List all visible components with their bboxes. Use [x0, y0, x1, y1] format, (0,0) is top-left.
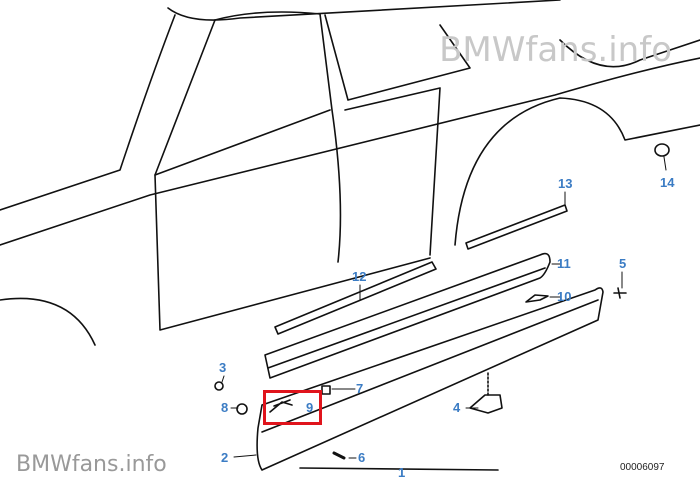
callout-13[interactable]: 13 — [558, 176, 573, 191]
car-body-outline — [0, 0, 700, 346]
part-11-sill-trim — [264, 252, 551, 379]
callout-2[interactable]: 2 — [221, 450, 229, 465]
callout-3[interactable]: 3 — [219, 360, 227, 375]
callout-8[interactable]: 8 — [221, 400, 229, 415]
part-9-bracket — [269, 399, 293, 413]
callout-7[interactable]: 7 — [356, 381, 364, 396]
part-14-plug — [654, 143, 670, 157]
part-7-clip — [321, 385, 331, 395]
callout-10[interactable]: 10 — [557, 289, 572, 304]
part-8-clip — [236, 403, 248, 415]
part-12-strip — [274, 261, 437, 335]
part-10-bracket — [525, 294, 549, 303]
callout-4[interactable]: 4 — [453, 400, 461, 415]
watermark-top: BMWfans.info — [439, 30, 672, 70]
part-5-clip — [613, 287, 627, 299]
callout-12[interactable]: 12 — [352, 269, 367, 284]
diagram-code: 00006097 — [620, 462, 665, 473]
callout-5[interactable]: 5 — [619, 256, 627, 271]
callout-9[interactable]: 9 — [306, 400, 314, 415]
watermark-bottom: BMWfans.info — [16, 452, 167, 477]
part-1-side-sill — [256, 287, 604, 471]
callout-14[interactable]: 14 — [660, 175, 675, 190]
callout-1[interactable]: 1 — [398, 465, 406, 480]
highlight-box-part-9 — [263, 390, 322, 425]
part-4-jack-pad — [469, 371, 503, 414]
callout-11[interactable]: 11 — [557, 256, 571, 271]
part-3-clip — [214, 381, 224, 391]
part-13-strip — [465, 204, 568, 250]
leader-lines — [221, 156, 667, 459]
callout-6[interactable]: 6 — [358, 450, 366, 465]
part-6-screw — [332, 451, 346, 460]
